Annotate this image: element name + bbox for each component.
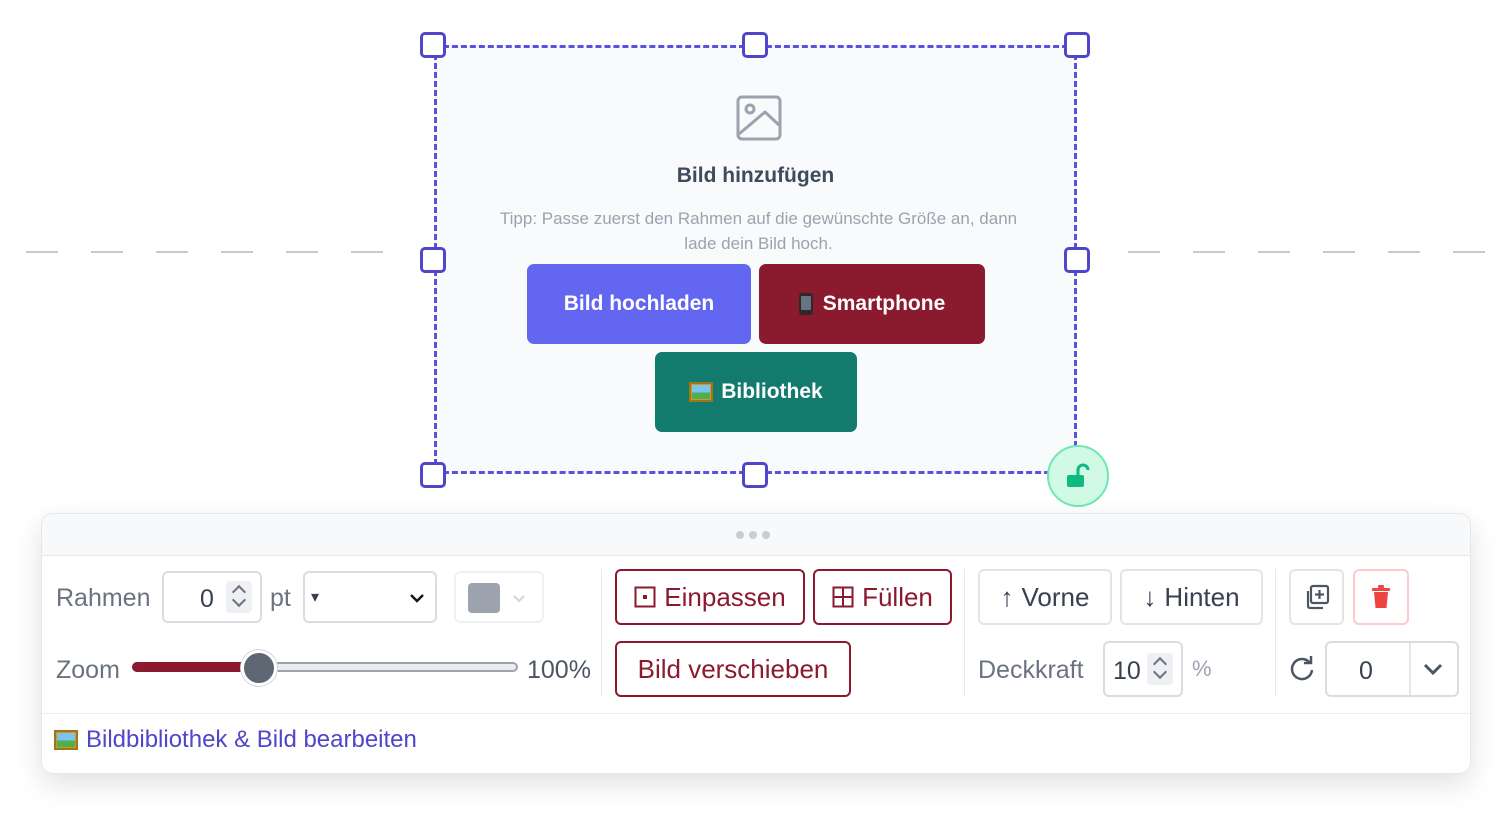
resize-handle-bottom-left[interactable] — [420, 462, 446, 488]
opacity-stepper[interactable] — [1147, 653, 1173, 685]
color-swatch — [468, 583, 500, 613]
fill-button[interactable]: Füllen — [813, 569, 952, 625]
resize-handle-top[interactable] — [742, 32, 768, 58]
lock-toggle-button[interactable] — [1047, 445, 1109, 507]
library-edit-label: Bildbibliothek & Bild bearbeiten — [86, 726, 417, 753]
duplicate-button[interactable] — [1289, 569, 1344, 625]
zoom-slider-fill — [132, 662, 260, 672]
library-label: Bibliothek — [721, 380, 823, 403]
guide-line-right — [1128, 251, 1488, 253]
frame-tip: Tipp: Passe zuerst den Rahmen auf die ge… — [499, 209, 1018, 253]
upload-button[interactable]: Bild hochladen — [527, 264, 751, 344]
toolbar-divider — [964, 569, 965, 697]
smartphone-button[interactable]: Smartphone — [759, 264, 985, 344]
resize-handle-top-right[interactable] — [1064, 32, 1090, 58]
border-width-stepper[interactable] — [226, 581, 252, 613]
arrow-up-icon: ↑ — [1000, 581, 1014, 612]
send-back-label: Hinten — [1164, 581, 1240, 612]
arrow-down-icon: ↓ — [1143, 581, 1157, 612]
delete-button[interactable] — [1353, 569, 1409, 625]
image-placeholder: Bild hinzufügen Tipp: Passe zuerst den R… — [437, 48, 1074, 471]
resize-handle-top-left[interactable] — [420, 32, 446, 58]
zoom-label: Zoom — [56, 656, 120, 684]
smartphone-icon — [798, 293, 813, 315]
image-frame[interactable]: Bild hinzufügen Tipp: Passe zuerst den R… — [434, 45, 1077, 474]
opacity-unit: % — [1192, 656, 1212, 681]
drag-handle-icon — [736, 531, 770, 539]
picture-icon — [54, 730, 78, 750]
rotate-icon[interactable] — [1288, 655, 1316, 683]
chevron-down-icon — [410, 594, 424, 603]
zoom-slider-thumb[interactable] — [241, 650, 278, 686]
frame-title: Bild hinzufügen — [676, 164, 835, 187]
bring-front-label: Vorne — [1021, 581, 1090, 612]
rotation-divider — [1409, 643, 1411, 695]
chevron-down-icon — [1423, 663, 1443, 675]
toolbar-divider — [601, 569, 602, 697]
library-button[interactable]: Bibliothek — [655, 352, 857, 432]
bring-front-button[interactable]: ↑ Vorne — [978, 569, 1112, 625]
smartphone-label: Smartphone — [822, 292, 946, 315]
fit-icon — [634, 586, 656, 608]
unlock-icon — [1067, 463, 1090, 487]
border-width-value: 0 — [200, 585, 214, 613]
opacity-label: Deckkraft — [978, 656, 1084, 684]
resize-handle-right[interactable] — [1064, 247, 1090, 273]
picture-icon — [689, 382, 714, 402]
border-color-picker[interactable] — [454, 571, 544, 623]
toolbar-drag-bar[interactable] — [42, 514, 1470, 556]
border-width-input[interactable]: 0 — [162, 571, 262, 623]
trash-icon — [1372, 585, 1390, 608]
toolbar-footer-divider — [42, 713, 1470, 714]
grid-icon — [832, 586, 854, 608]
fill-label: Füllen — [862, 581, 933, 612]
image-toolbar: Rahmen 0 pt ▾ Einpassen Füllen ↑ — [41, 513, 1471, 774]
rotation-value: 0 — [1359, 657, 1373, 685]
border-style-value: ▾ — [311, 589, 320, 606]
upload-label: Bild hochladen — [563, 292, 715, 315]
library-edit-link[interactable]: Bildbibliothek & Bild bearbeiten — [54, 726, 417, 754]
send-back-button[interactable]: ↓ Hinten — [1120, 569, 1263, 625]
duplicate-icon — [1306, 584, 1329, 610]
fit-button[interactable]: Einpassen — [615, 569, 805, 625]
border-label: Rahmen — [56, 584, 151, 612]
border-style-select[interactable]: ▾ — [303, 571, 437, 623]
image-icon — [736, 95, 782, 141]
border-unit-label: pt — [270, 584, 291, 612]
move-image-label: Bild verschieben — [637, 653, 829, 684]
chevron-down-icon — [513, 595, 525, 603]
fit-label: Einpassen — [664, 581, 786, 612]
resize-handle-bottom[interactable] — [742, 462, 768, 488]
move-image-button[interactable]: Bild verschieben — [615, 641, 851, 697]
toolbar-divider — [1275, 569, 1276, 697]
opacity-input[interactable]: 10 — [1103, 641, 1183, 697]
opacity-value: 10 — [1113, 657, 1141, 685]
zoom-value: 100% — [527, 656, 591, 684]
rotation-select[interactable]: 0 — [1325, 641, 1459, 697]
resize-handle-left[interactable] — [420, 247, 446, 273]
guide-line-left — [26, 251, 416, 253]
